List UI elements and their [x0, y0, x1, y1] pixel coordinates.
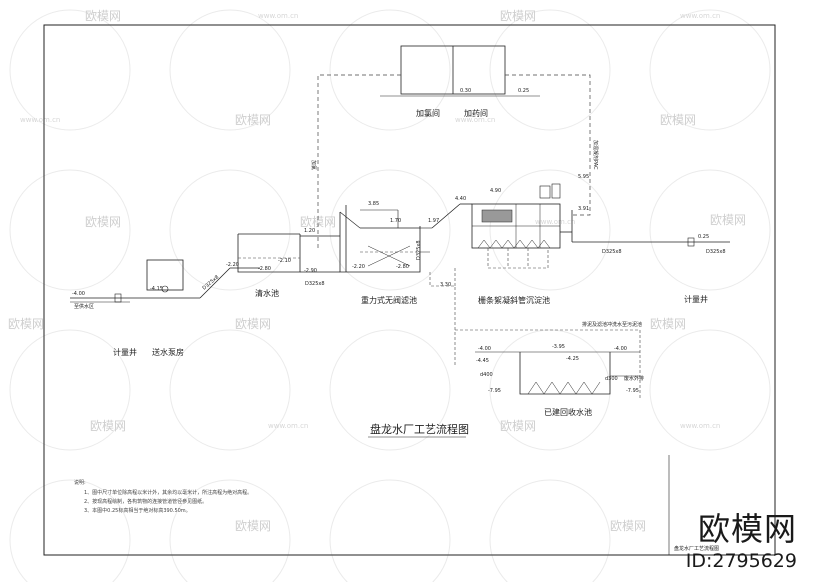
watermark-domain: www.om.cn: [455, 116, 495, 124]
elevation-label: 1.70: [390, 218, 401, 224]
elevation-label: 3.85: [368, 201, 379, 207]
dosing-room-label: 加药间: [464, 108, 488, 118]
watermark-brand: 欧模网: [85, 215, 121, 229]
drawing-frame: [43, 24, 776, 556]
pipe-label: D325x8: [706, 249, 726, 255]
watermark-brand: 欧模网: [710, 213, 746, 227]
elevation-label: 4.40: [455, 196, 466, 202]
notes-heading: 说明:: [74, 479, 86, 486]
watermark-domain: www.om.cn: [535, 218, 575, 226]
elevation-label: -4.00: [614, 346, 627, 352]
elevation-label: -4.00: [72, 291, 85, 297]
elevation-label: -3.95: [552, 344, 565, 350]
sedimentation-tank-label: 栅条絮凝斜管沉淀池: [478, 295, 550, 305]
watermark-brand: 欧模网: [660, 113, 696, 127]
image-id: ID:2795629: [685, 550, 797, 572]
discharge-label: 废水外排: [624, 375, 644, 382]
elevation-label: 3.30: [440, 282, 451, 288]
elevation-label: -2.90: [304, 268, 317, 274]
elevation-label: -2.80: [258, 266, 271, 272]
pipe-label: d400: [480, 372, 493, 378]
elevation-label: -2.20: [226, 262, 239, 268]
pipe-label: D325x8: [305, 281, 325, 287]
watermark-brand: 欧模网: [300, 215, 336, 229]
pump-room-label: 送水泵房: [152, 347, 184, 357]
title-block-label: 盘龙水厂工艺流程图: [674, 545, 719, 552]
watermark-brand: 欧模网: [85, 9, 121, 23]
drawing-title: 盘龙水厂工艺流程图: [370, 422, 469, 436]
recovery-tank: -3.95 -4.00 -4.25 -4.45 -4.00 -7.95 -7.9…: [475, 321, 644, 400]
watermark-layer: 欧模网 www.om.cn 欧模网 www.om.cn 欧模网 www.om.c…: [8, 9, 771, 582]
inlet-pipe: 0.25 D325x8 D325x8: [571, 210, 730, 255]
watermark-brand: 欧模网: [235, 519, 271, 533]
note-line: 3、本图中0.25标高相当于绝对标高390.50m。: [84, 507, 191, 514]
watermark-brand: 欧模网: [650, 317, 686, 331]
metering-well-right-label: 计量井: [684, 294, 708, 304]
recovery-tank-label: 已建回收水池: [544, 407, 592, 417]
elevation-label: -2.10: [278, 258, 291, 264]
pipe-label: D325x8: [416, 240, 422, 260]
to-water-area-label: 至供水区: [74, 303, 94, 310]
elevation-label: 0.30: [460, 88, 471, 94]
brand-logo: 欧模网: [697, 510, 797, 548]
clear-water-tank: 1.20 -2.20 -2.10 -2.80 -2.90 D325x8: [226, 228, 340, 287]
sludge-drain-lines: [429, 248, 640, 365]
watermark-brand: 欧模网: [500, 419, 536, 433]
elevation-label: 5.95: [578, 174, 589, 180]
notes-block: 说明: 1、图中尺寸单位除高程以米计外，其余均以毫米计，所注高程为绝对高程。 2…: [74, 479, 252, 514]
note-line: 1、图中尺寸单位除高程以米计外，其余均以毫米计，所注高程为绝对高程。: [84, 489, 252, 496]
pac-feed-label: 加混凝剂PAC: [592, 140, 599, 170]
elevation-label: -4.00: [478, 346, 491, 352]
elevation-label: 4.90: [490, 188, 501, 194]
pipe-label: D325x8: [602, 249, 622, 255]
chemical-building: 0.30 0.25 加氯间 加药间: [380, 45, 540, 118]
gravity-filter: 3.85 1.70 1.97 -2.20 -2.80 D325x8: [339, 201, 439, 273]
watermark-brand: 欧模网: [610, 519, 646, 533]
watermark-brand: 欧模网: [235, 317, 271, 331]
watermark-domain: www.om.cn: [680, 12, 720, 20]
elevation-label: -2.80: [396, 264, 409, 270]
clear-water-tank-label: 清水池: [255, 288, 279, 298]
elevation-label: 0.25: [518, 88, 529, 94]
watermark-domain: www.om.cn: [258, 12, 298, 20]
elevation-label: 1.20: [304, 228, 315, 234]
chemical-feed-lines: [317, 74, 591, 248]
watermark-domain: www.om.cn: [268, 422, 308, 430]
elevation-label: -4.45: [476, 358, 489, 364]
elevation-label: -4.15: [150, 286, 163, 292]
metering-well-left-label: 计量井: [113, 347, 137, 357]
elevation-label: -7.95: [626, 388, 639, 394]
pipe-note-label: 排泥及滤池冲洗水至污泥池: [582, 321, 642, 328]
elevation-label: -7.95: [488, 388, 501, 394]
elevation-label: 3.91: [578, 206, 589, 212]
watermark-domain: www.om.cn: [680, 422, 720, 430]
sedimentation-tank: 4.40 4.90 5.95 3.91 3.30: [431, 174, 589, 288]
chlorination-room-label: 加氯间: [416, 108, 440, 118]
watermark-brand: 欧模网: [500, 9, 536, 23]
elevation-label: -2.20: [352, 264, 365, 270]
gravity-filter-label: 重力式无阀滤池: [361, 295, 417, 305]
watermark-brand: 欧模网: [235, 113, 271, 127]
watermark-brand: 欧模网: [90, 419, 126, 433]
elevation-label: 1.97: [428, 218, 439, 224]
note-line: 2、按现高程绘制，各构筑物的连接管道管径参见图纸。: [84, 498, 207, 505]
pipe-label: d300: [605, 376, 618, 382]
chlorine-feed-label: 加氯: [310, 160, 317, 170]
watermark-brand: 欧模网: [8, 317, 44, 331]
watermark-domain: www.om.cn: [20, 116, 60, 124]
elevation-label: -4.25: [566, 356, 579, 362]
elevation-label: 0.25: [698, 234, 709, 240]
ground-lines: [70, 251, 430, 303]
